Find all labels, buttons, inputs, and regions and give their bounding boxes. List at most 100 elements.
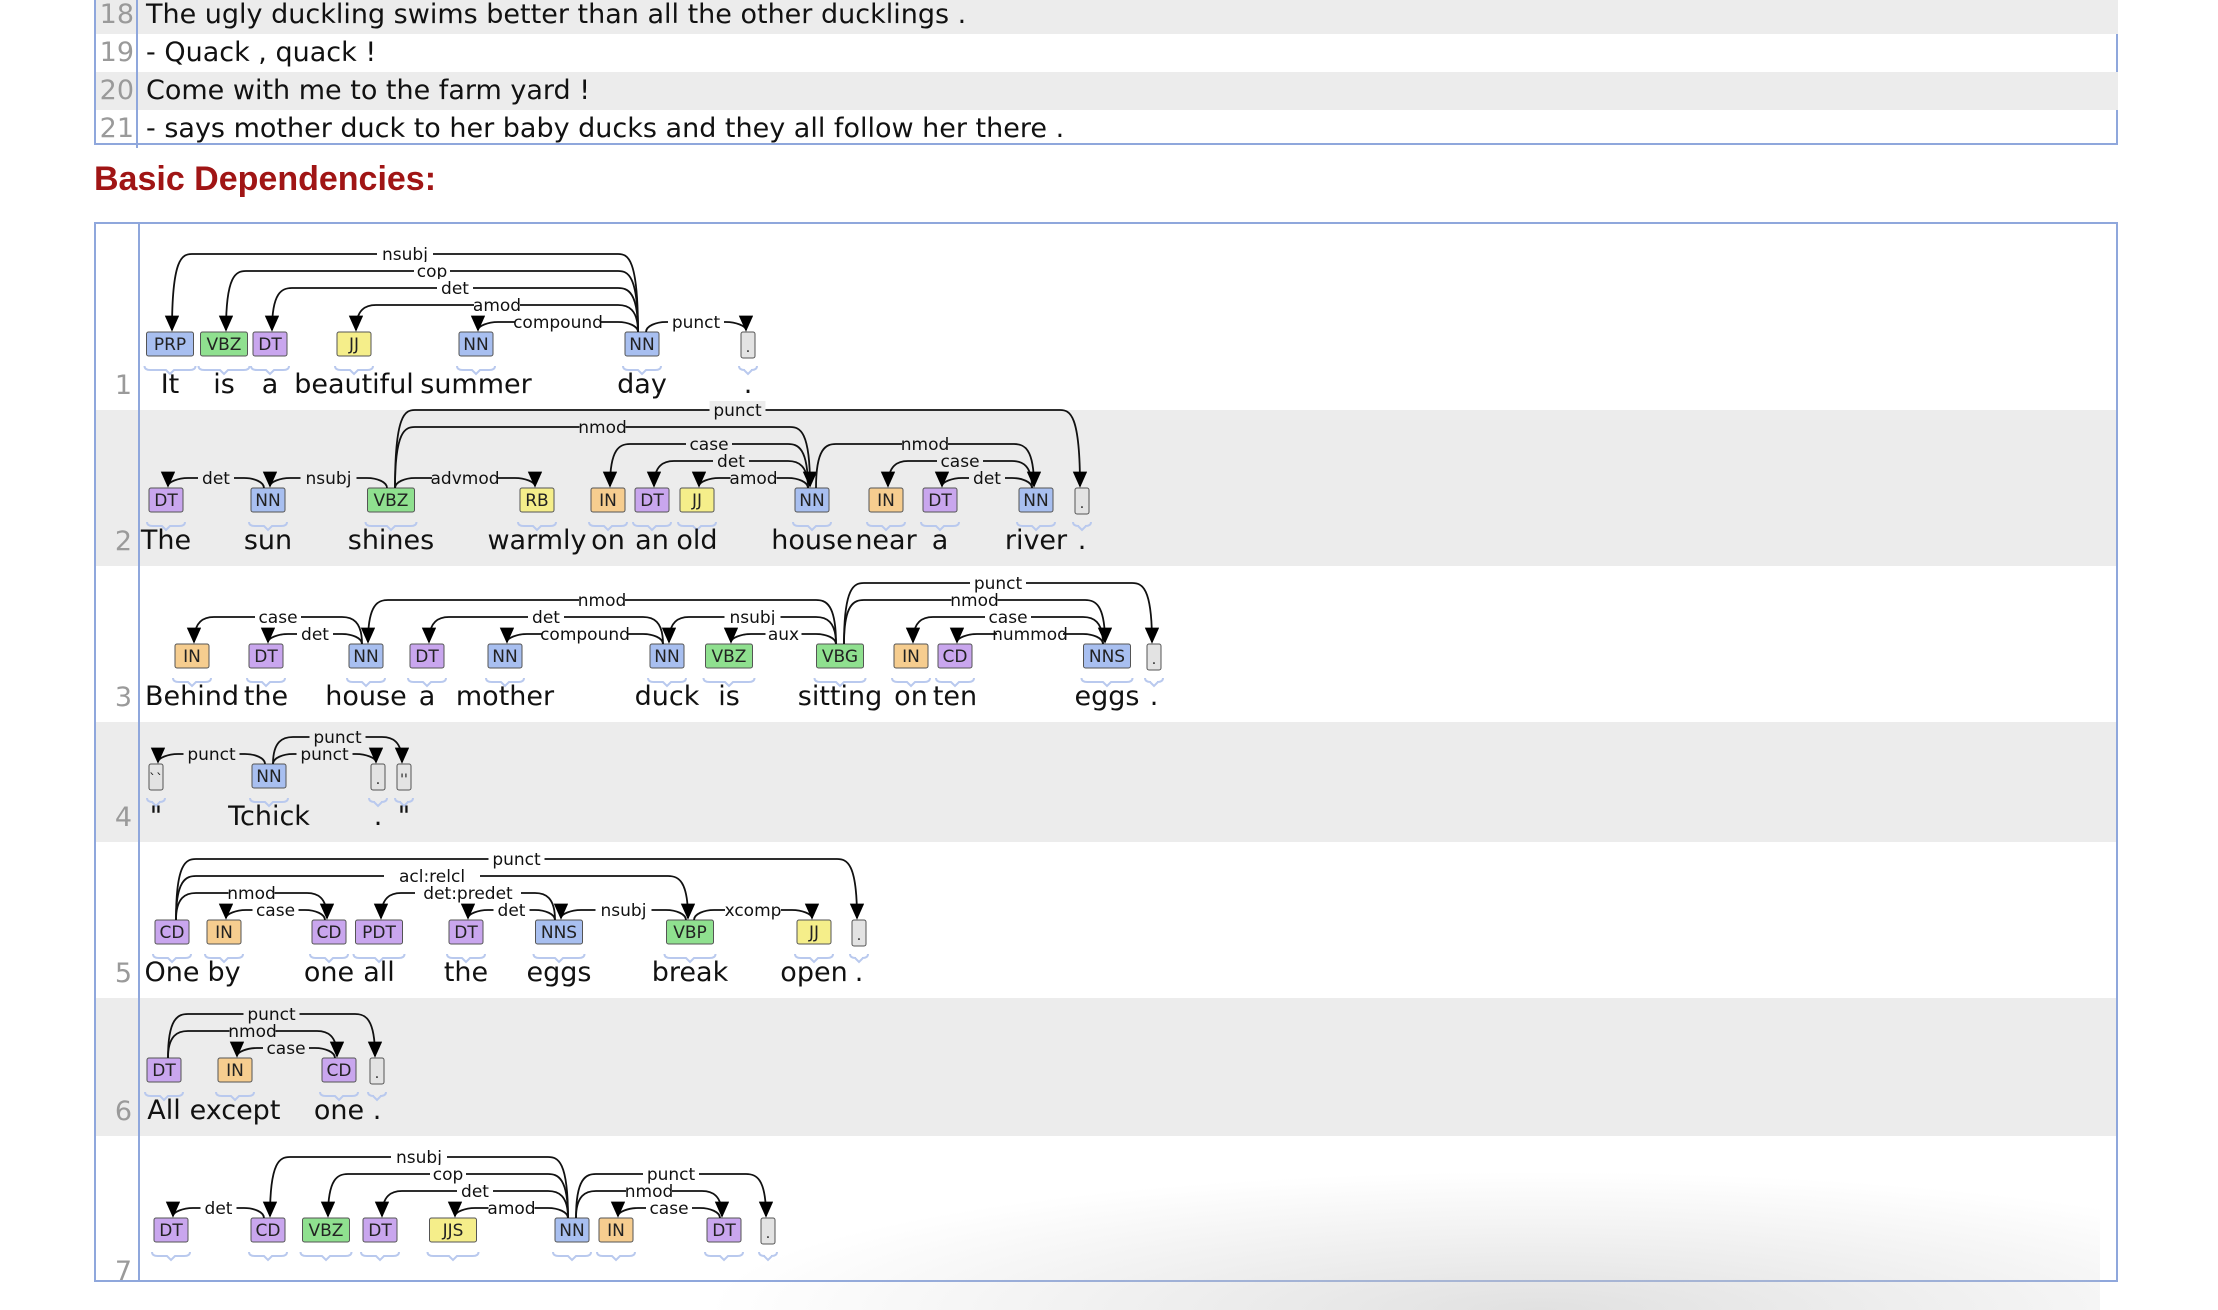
token-word[interactable]: a <box>419 681 436 712</box>
token-word[interactable]: on <box>894 681 928 712</box>
pos-tag[interactable] <box>217 1057 253 1083</box>
pos-tag[interactable] <box>362 1217 398 1243</box>
token-word[interactable]: is <box>213 369 235 400</box>
pos-tag[interactable] <box>554 1217 590 1243</box>
token-word[interactable]: One <box>145 957 200 988</box>
pos-tag[interactable] <box>200 331 248 357</box>
token-word[interactable]: a <box>262 369 279 400</box>
pos-tag[interactable] <box>396 763 412 791</box>
token-word[interactable]: break <box>652 957 729 988</box>
pos-tag[interactable] <box>311 919 347 945</box>
sentence-row[interactable]: 18 The ugly duckling swims better than a… <box>96 0 2118 34</box>
token-word[interactable]: Tchick <box>227 801 310 832</box>
token-word[interactable]: an <box>635 525 669 556</box>
token-word[interactable]: " <box>398 801 410 832</box>
pos-tag[interactable] <box>302 1217 350 1243</box>
sentence-row[interactable]: 20 Come with me to the farm yard ! <box>96 72 2118 110</box>
pos-tag[interactable] <box>705 643 753 669</box>
pos-tag[interactable] <box>794 487 830 513</box>
pos-tag[interactable] <box>666 919 714 945</box>
pos-tag[interactable] <box>355 919 403 945</box>
token-word[interactable]: one <box>314 1095 364 1126</box>
token-word[interactable]: . <box>1078 525 1087 556</box>
pos-tag[interactable] <box>1146 643 1162 671</box>
pos-tag[interactable] <box>153 1217 189 1243</box>
pos-tag[interactable] <box>367 487 415 513</box>
dependency-row[interactable]: 3 <box>96 566 2116 722</box>
token-word[interactable]: . <box>855 957 864 988</box>
pos-tag[interactable] <box>409 643 445 669</box>
token-word[interactable]: day <box>617 369 667 400</box>
pos-tag[interactable] <box>248 643 284 669</box>
token-word[interactable]: all <box>363 957 395 988</box>
token-word[interactable]: mother <box>456 681 555 712</box>
token-word[interactable]: " <box>150 801 162 832</box>
pos-tag[interactable] <box>369 1057 385 1085</box>
pos-tag[interactable] <box>1074 487 1090 515</box>
token-word[interactable]: shines <box>348 525 434 556</box>
pos-tag[interactable] <box>893 643 929 669</box>
token-word[interactable]: house <box>325 681 406 712</box>
token-word[interactable]: . <box>373 1095 382 1126</box>
token-word[interactable]: except <box>190 1095 281 1126</box>
dependency-row[interactable]: 6 <box>96 998 2116 1136</box>
token-word[interactable]: duck <box>635 681 700 712</box>
pos-tag[interactable] <box>146 331 194 357</box>
token-word[interactable]: house <box>771 525 852 556</box>
sentence-row[interactable]: 19 - Quack , quack ! <box>96 34 2118 72</box>
token-word[interactable]: sun <box>244 525 292 556</box>
token-word[interactable]: open <box>780 957 847 988</box>
pos-tag[interactable] <box>148 763 164 791</box>
token-word[interactable]: beautiful <box>294 369 414 400</box>
pos-tag[interactable] <box>252 331 288 357</box>
pos-tag[interactable] <box>679 487 715 513</box>
token-word[interactable]: a <box>932 525 949 556</box>
token-word[interactable]: by <box>207 957 240 988</box>
pos-tag[interactable] <box>740 331 756 359</box>
pos-tag[interactable] <box>206 919 242 945</box>
pos-tag[interactable] <box>634 487 670 513</box>
pos-tag[interactable] <box>590 487 626 513</box>
dependency-row[interactable]: 4 <box>96 722 2116 842</box>
token-word[interactable]: . <box>374 801 383 832</box>
token-word[interactable]: . <box>744 369 753 400</box>
sentence-row[interactable]: 21 - says mother duck to her baby ducks … <box>96 110 2118 148</box>
token-word[interactable]: is <box>718 681 740 712</box>
token-word[interactable]: The <box>140 525 191 556</box>
token-word[interactable]: the <box>244 681 288 712</box>
pos-tag[interactable] <box>429 1217 477 1243</box>
token-word[interactable]: one <box>304 957 354 988</box>
pos-tag[interactable] <box>851 919 867 947</box>
pos-tag[interactable] <box>816 643 864 669</box>
pos-tag[interactable] <box>148 487 184 513</box>
pos-tag[interactable] <box>458 331 494 357</box>
token-word[interactable]: ten <box>933 681 977 712</box>
token-word[interactable]: . <box>1150 681 1159 712</box>
pos-tag[interactable] <box>250 487 286 513</box>
pos-tag[interactable] <box>154 919 190 945</box>
pos-tag[interactable] <box>348 643 384 669</box>
pos-tag[interactable] <box>174 643 210 669</box>
pos-tag[interactable] <box>598 1217 634 1243</box>
token-word[interactable]: river <box>1005 525 1068 556</box>
pos-tag[interactable] <box>796 919 832 945</box>
token-word[interactable]: sitting <box>798 681 883 712</box>
token-word[interactable]: It <box>161 369 180 400</box>
pos-tag[interactable] <box>624 331 660 357</box>
token-word[interactable]: near <box>855 525 917 556</box>
token-word[interactable]: old <box>676 525 717 556</box>
pos-tag[interactable] <box>250 1217 286 1243</box>
pos-tag[interactable] <box>146 1057 182 1083</box>
pos-tag[interactable] <box>519 487 555 513</box>
pos-tag[interactable] <box>487 643 523 669</box>
pos-tag[interactable] <box>370 763 386 791</box>
pos-tag[interactable] <box>535 919 583 945</box>
token-word[interactable]: summer <box>420 369 532 400</box>
token-word[interactable]: the <box>444 957 488 988</box>
pos-tag[interactable] <box>1018 487 1054 513</box>
pos-tag[interactable] <box>937 643 973 669</box>
pos-tag[interactable] <box>649 643 685 669</box>
pos-tag[interactable] <box>336 331 372 357</box>
pos-tag[interactable] <box>868 487 904 513</box>
token-word[interactable]: warmly <box>487 525 586 556</box>
